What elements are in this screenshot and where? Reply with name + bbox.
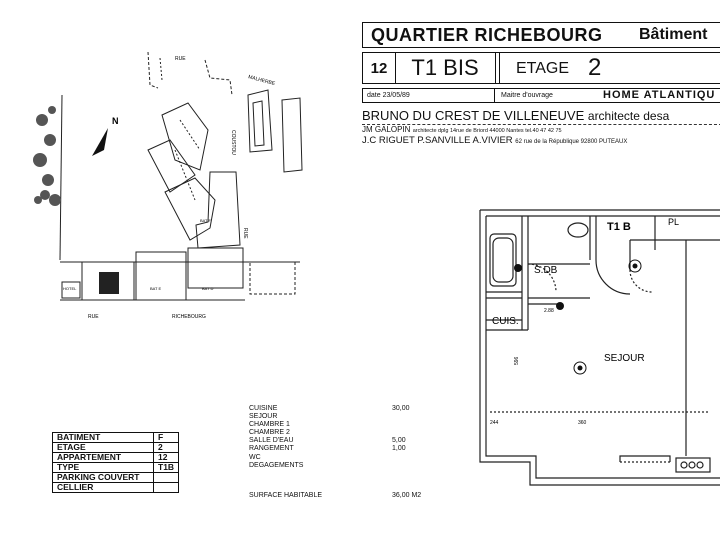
maitre-label: Maitre d'ouvrage: [501, 92, 553, 99]
unit-type: T1 BIS: [395, 53, 496, 83]
surface-label: SURFACE HABITABLE: [249, 492, 323, 499]
plan-date: date 23/05/89: [367, 92, 410, 99]
room-area: [392, 413, 410, 421]
floor-plan: T1 B PL S.DB CUIS. SEJOUR 244 2.88 596 3…: [479, 209, 720, 486]
room-area: [392, 421, 410, 429]
room-area: [392, 429, 410, 437]
batiment-label: Bâtiment: [639, 26, 708, 43]
building-e-label: BAT E: [150, 286, 162, 291]
architect-line-1: BRUNO DU CREST DE VILLENEUVE architecte …: [362, 108, 669, 123]
architect-1-name: BRUNO DU CREST DE VILLENEUVE: [362, 108, 585, 123]
architect-3-detail: 62 rue de la République 92800 PUTEAUX: [515, 139, 628, 145]
north-label: N: [112, 116, 119, 126]
light-fixture-icon: [628, 259, 642, 273]
room-area: 1,00: [392, 445, 406, 453]
architect-1-title: architecte desa: [587, 109, 670, 123]
info-value: F: [152, 432, 180, 443]
info-label: ETAGE: [52, 442, 154, 453]
north-arrow-icon: [92, 128, 108, 156]
etage-label: ETAGE: [516, 60, 570, 77]
room-name: CHAMBRE 2: [249, 429, 290, 437]
title-block-meta: date 23/05/89 Maitre d'ouvrage HOME ATLA…: [362, 88, 720, 103]
dimension-label: 596: [514, 356, 520, 365]
room-name: CHAMBRE 1: [249, 421, 290, 429]
info-value: T1B: [152, 462, 180, 473]
street-rue-top: RUE: [175, 56, 186, 62]
room-name: CUISINE: [249, 405, 278, 412]
surface-value: 36,00 M2: [392, 492, 422, 499]
info-label: TYPE: [52, 462, 154, 473]
title-block-project: QUARTIER RICHEBOURG Bâtiment: [362, 22, 720, 48]
info-value: [152, 482, 180, 493]
site-plan: N RUE MALHERBE COUSTOU RUE RUE RICHEBOUR…: [33, 51, 303, 320]
room-name: RANGEMENT: [249, 445, 294, 453]
room-sejour-label: SEJOUR: [604, 353, 645, 364]
room-area: [392, 462, 410, 470]
maitre-value: HOME ATLANTIQU: [603, 89, 716, 101]
info-row: PARKING COUVERT: [52, 472, 180, 483]
street-rue-bottom: RUE: [88, 314, 99, 320]
room-area: 5,00: [392, 437, 406, 445]
highlighted-building: [99, 272, 119, 294]
title-block-unit: 12 T1 BIS ETAGE 2: [362, 52, 720, 84]
architect-line-3: J.C RIGUET P.SANVILLE A.VIVIER 62 rue de…: [362, 135, 627, 146]
room-name: DEGAGEMENTS: [249, 461, 304, 469]
info-value: 12: [152, 452, 180, 463]
plan-pl-label: PL: [668, 217, 679, 227]
room-name: SALLE D'EAU: [249, 437, 294, 445]
dashed-rule: [362, 124, 720, 125]
info-value: [152, 472, 180, 483]
dimension-label: 2.88: [544, 308, 554, 314]
info-row: CELLIER: [52, 482, 180, 493]
light-fixture-icon: [573, 361, 587, 375]
plan-type-label: T1 B: [607, 221, 631, 233]
info-label: APPARTEMENT: [52, 452, 154, 463]
building-d-label: BAT D: [202, 286, 214, 291]
dimension-label: 360: [578, 420, 587, 426]
etage-value: 2: [588, 54, 602, 81]
unit-number: 12: [363, 53, 396, 83]
dimension-label: 244: [490, 420, 499, 426]
room-name: WC: [249, 453, 261, 461]
divider: [494, 89, 495, 102]
hotel-label: HOTEL: [63, 286, 77, 291]
room-area: [392, 454, 410, 462]
info-label: CELLIER: [52, 482, 154, 493]
etage-cell: ETAGE 2: [499, 53, 720, 83]
info-label: PARKING COUVERT: [52, 472, 154, 483]
room-sdb-label: S.DB: [534, 265, 558, 276]
outlet-icon: [556, 302, 564, 310]
street-rue-right: RUE: [242, 228, 248, 239]
street-coustou: COUSTOU: [230, 130, 236, 155]
building-f-label: BAT F: [200, 218, 212, 223]
room-area: 30,00: [392, 405, 410, 412]
outlet-icon: [514, 264, 522, 272]
street-malherbe: MALHERBE: [247, 74, 276, 87]
room-name: SEJOUR: [249, 413, 278, 421]
street-richebourg: RICHEBOURG: [172, 314, 206, 320]
quartier-title: QUARTIER RICHEBOURG: [371, 25, 603, 45]
architect-2-detail: architecte dplg 14rue de Briord 44000 Na…: [412, 128, 562, 134]
room-cuis-label: CUIS.: [492, 316, 519, 327]
info-label: BATIMENT: [52, 432, 154, 443]
architect-line-2: JM GALOPIN architecte dplg 14rue de Brio…: [362, 125, 562, 134]
architect-3-name: J.C RIGUET P.SANVILLE A.VIVIER: [362, 135, 513, 146]
architect-2-name: JM GALOPIN: [362, 125, 411, 134]
info-value: 2: [152, 442, 180, 453]
